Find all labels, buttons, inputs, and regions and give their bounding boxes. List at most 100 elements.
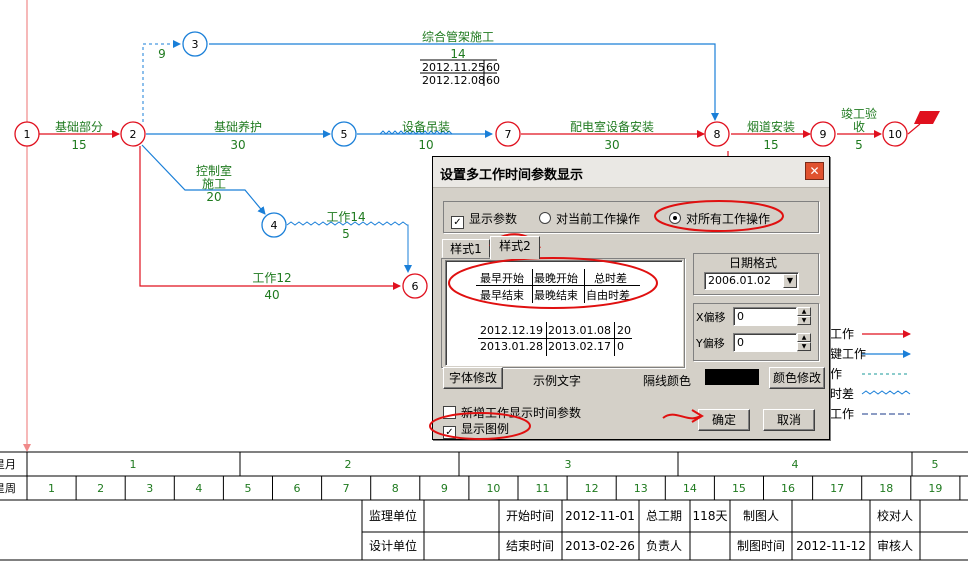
label-a38-dur: 14	[450, 47, 465, 61]
week-cell: 10	[486, 482, 500, 495]
node-1[interactable]	[14, 121, 40, 147]
label-a57-dur: 10	[418, 138, 433, 152]
week-cell: 13	[634, 482, 648, 495]
offset-group	[693, 303, 819, 361]
month-cell: 1	[130, 458, 137, 471]
label-a25-name: 基础养护	[214, 119, 262, 134]
node-9[interactable]	[810, 121, 836, 147]
radio-current-work[interactable]: 对当前工作操作	[539, 210, 640, 227]
tab-style1[interactable]: 样式1	[442, 239, 490, 258]
preview-v3: 20	[617, 324, 631, 337]
week-cell: 3	[146, 482, 153, 495]
node-label: 7	[505, 128, 512, 141]
timebox-r2c2: 60	[486, 74, 500, 87]
node-label: 6	[412, 280, 419, 293]
timebox-r2c1: 2012.12.08	[422, 74, 485, 87]
node-2[interactable]	[120, 121, 146, 147]
dialog-title: 设置多工作时间参数显示	[440, 168, 584, 183]
radio-all-label: 对所有工作操作	[686, 212, 771, 226]
options-group	[443, 201, 819, 233]
month-cell: 4	[792, 458, 799, 471]
tab-style2[interactable]: 样式2	[490, 236, 540, 259]
legend-virtual: 作	[830, 367, 842, 381]
date-format-select[interactable]: 2006.01.02 ▼	[704, 272, 799, 290]
sample-text: 示例文字	[533, 374, 582, 388]
date-format-value: 2006.01.02	[708, 274, 771, 287]
node-4[interactable]	[261, 212, 287, 238]
radio-on-icon	[669, 212, 681, 224]
label-a46-dur: 5	[342, 227, 350, 241]
month-cell: 5	[932, 458, 939, 471]
week-cell: 12	[585, 482, 599, 495]
x-offset-up-icon[interactable]: ▲	[797, 307, 811, 316]
week-cell: 17	[830, 482, 844, 495]
separator-color-label: 隔线颜色	[643, 374, 692, 388]
week-cell: 15	[732, 482, 746, 495]
font-modify-button[interactable]: 字体修改	[443, 367, 503, 389]
time-params-dialog: 设置多工作时间参数显示 ✕ ✓显示参数 对当前工作操作 对所有工作操作 样式1 …	[432, 156, 830, 440]
preview-h2: 最晚开始	[534, 272, 578, 285]
label-a78-dur: 30	[604, 138, 619, 152]
node-label: 5	[341, 128, 348, 141]
preview-v5: 2013.02.17	[548, 340, 611, 353]
cancel-button[interactable]: 取消	[763, 409, 815, 431]
x-offset-label: X偏移	[696, 311, 726, 324]
timescale-month-label: 星月	[0, 458, 16, 471]
label-a78-name: 配电室设备安装	[570, 119, 654, 134]
node-6[interactable]	[402, 273, 428, 299]
label-a89-name: 烟道安装	[747, 119, 795, 134]
node-5[interactable]	[331, 121, 357, 147]
show-legend-checkbox[interactable]: ✓显示图例	[443, 420, 509, 439]
y-offset-label: Y偏移	[696, 337, 725, 350]
y-offset-up-icon[interactable]: ▲	[797, 333, 811, 342]
week-cell: 7	[343, 482, 350, 495]
week-cell: 5	[244, 482, 251, 495]
new-work-checkbox[interactable]: 新增工作显示时间参数	[443, 404, 581, 421]
label-a910-name2: 收	[853, 120, 865, 134]
footer-duration-label: 总工期	[646, 509, 682, 523]
node-3[interactable]	[182, 31, 208, 57]
week-cell: 14	[683, 482, 697, 495]
timebox-r1c1: 2012.11.25	[422, 61, 485, 74]
week-cell: 2	[97, 482, 104, 495]
show-params-checkbox[interactable]: ✓显示参数	[451, 210, 517, 229]
label-a25-dur: 30	[230, 138, 245, 152]
footer-end-label: 结束时间	[506, 539, 554, 553]
checkbox-unchecked-icon	[443, 406, 456, 419]
node-label: 9	[820, 128, 827, 141]
week-cell: 16	[781, 482, 795, 495]
node-label: 3	[192, 38, 199, 51]
y-offset-down-icon[interactable]: ▼	[797, 342, 811, 351]
preview-h5: 最晚结束	[534, 289, 578, 302]
radio-all-work[interactable]: 对所有工作操作	[669, 210, 770, 227]
ok-button[interactable]: 确定	[698, 409, 750, 431]
footer-design-label: 设计单位	[369, 538, 417, 553]
timescale-week-label: 星周	[0, 482, 16, 495]
week-cell: 19	[928, 482, 942, 495]
legend-float: 时差	[830, 387, 854, 401]
node-7[interactable]	[495, 121, 521, 147]
x-offset-input[interactable]: 0	[733, 307, 797, 326]
week-cell: 18	[879, 482, 893, 495]
dialog-titlebar[interactable]: 设置多工作时间参数显示 ✕	[433, 157, 829, 188]
label-a26-dur: 40	[264, 288, 279, 302]
y-offset-input[interactable]: 0	[733, 333, 797, 352]
close-icon[interactable]: ✕	[805, 162, 824, 180]
chevron-down-icon[interactable]: ▼	[783, 274, 797, 288]
node-8[interactable]	[704, 121, 730, 147]
label-a910-name1: 竣工验	[841, 106, 877, 121]
footer-supervisor-label: 监理单位	[369, 508, 417, 523]
node-10[interactable]	[882, 121, 908, 147]
radio-off-icon	[539, 212, 551, 224]
new-work-label: 新增工作显示时间参数	[461, 406, 582, 420]
label-a12-dur: 15	[71, 138, 86, 152]
x-offset-down-icon[interactable]: ▼	[797, 316, 811, 325]
timebox-r1c2: 60	[486, 61, 500, 74]
separator-color-swatch	[705, 369, 759, 385]
color-modify-button[interactable]: 颜色修改	[769, 367, 825, 389]
month-cell: 3	[565, 458, 572, 471]
footer-start-label: 开始时间	[506, 509, 554, 523]
footer-drafter-label: 制图人	[743, 509, 779, 523]
legend-critical: 工作	[830, 327, 854, 341]
week-cell: 6	[294, 482, 301, 495]
